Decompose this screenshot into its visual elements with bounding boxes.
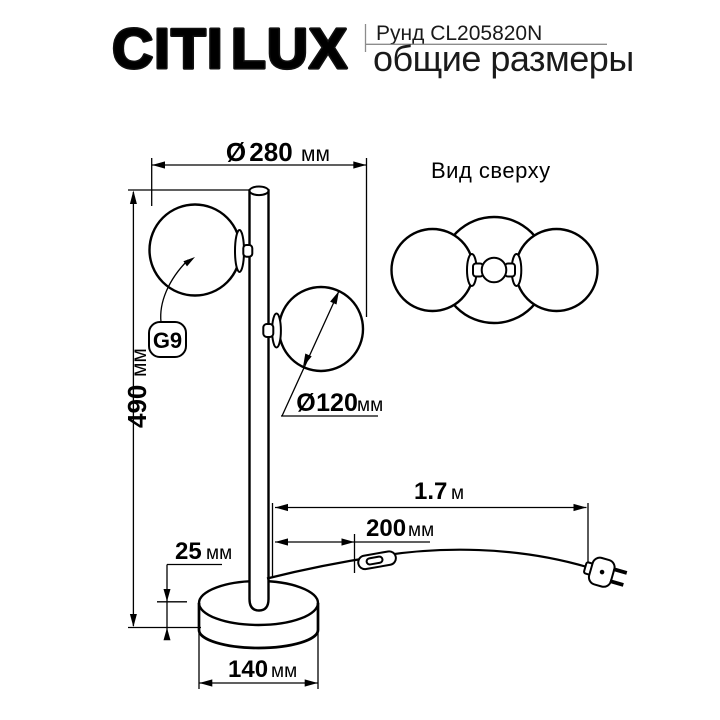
- base-bottom: [197, 629, 320, 650]
- dim-cord-length: 1.7 м: [271, 478, 589, 577]
- dim-width-symbol: Ø: [226, 137, 246, 167]
- dim-width-unit: мм: [301, 143, 330, 166]
- arrowhead: [304, 679, 318, 687]
- dim-cord-to-switch: 200 мм: [275, 515, 434, 573]
- arrowhead: [129, 190, 137, 204]
- top-view-shade-right: [514, 227, 599, 313]
- dim-cord-length-value: 1.7: [414, 478, 447, 505]
- lamp-side-view: [148, 185, 365, 650]
- shade-upper-knob: [242, 244, 254, 258]
- arrowhead: [163, 589, 171, 602]
- dim-height-unit: мм: [128, 348, 151, 377]
- dim-base-height: 25 мм: [157, 538, 232, 641]
- leader-curve: [160, 259, 189, 323]
- dim-width-value: 280: [249, 137, 292, 167]
- power-plug: [583, 556, 628, 588]
- arrowhead: [199, 679, 213, 687]
- dim-shade-diameter: Ø 120 мм: [281, 290, 383, 417]
- arrowhead: [129, 614, 137, 627]
- socket-label: G9: [153, 328, 182, 353]
- logo-outline: LUX: [231, 17, 348, 81]
- dim-cord-switch-value: 200: [366, 515, 406, 542]
- leader-line: [281, 290, 340, 417]
- shade-lower-knob: [262, 323, 275, 338]
- dim-overall-height: 490 мм: [122, 189, 250, 629]
- dim-base-diameter-value: 140: [228, 656, 268, 683]
- power-cord: [266, 548, 628, 588]
- arrowhead: [163, 627, 171, 641]
- socket-callout: G9: [148, 257, 195, 358]
- dim-cord-switch-unit: мм: [408, 520, 434, 541]
- dim-shade-unit: мм: [357, 395, 383, 416]
- arrowhead: [152, 161, 165, 169]
- dim-shade-value: 120: [316, 389, 358, 417]
- arrowhead: [275, 538, 288, 546]
- socket-label-box: [148, 321, 187, 358]
- top-view-pole: [480, 256, 508, 284]
- plug-screw: [599, 569, 605, 575]
- arrowhead: [330, 291, 339, 305]
- dim-base-diameter-unit: мм: [271, 661, 297, 682]
- lamp-top-view: Вид сверху: [390, 158, 599, 325]
- pole-cap: [248, 185, 270, 197]
- product-title: Рунд CL205820N: [376, 22, 542, 45]
- dim-base-diameter: 140 мм: [198, 633, 319, 689]
- arrowhead: [353, 161, 367, 169]
- arrowhead: [275, 503, 288, 512]
- dim-height-value: 490: [122, 385, 152, 428]
- top-view-shade-left: [390, 227, 475, 313]
- dim-base-height-unit: мм: [206, 543, 232, 564]
- arrowhead: [573, 503, 587, 512]
- dim-shade-symbol: Ø: [296, 389, 315, 417]
- top-view-title: Вид сверху: [431, 158, 551, 183]
- plug-prong: [612, 567, 628, 575]
- inline-switch: [357, 550, 397, 571]
- plug-prong: [609, 579, 624, 587]
- header: CITI LUX Рунд CL205820N общие размеры: [111, 15, 635, 82]
- cable: [266, 548, 588, 580]
- logo-solid: CITI: [112, 17, 224, 81]
- page-subtitle: общие размеры: [373, 38, 634, 79]
- switch-slider: [365, 555, 384, 566]
- pole: [248, 189, 270, 612]
- leader-arrowhead: [183, 257, 195, 267]
- arrowhead: [341, 538, 355, 546]
- dim-overall-width: Ø 280 мм: [151, 137, 368, 317]
- arrowhead: [303, 353, 312, 367]
- dim-base-height-value: 25: [175, 538, 202, 565]
- dim-cord-length-unit: м: [451, 483, 464, 504]
- shade-upper: [148, 203, 242, 297]
